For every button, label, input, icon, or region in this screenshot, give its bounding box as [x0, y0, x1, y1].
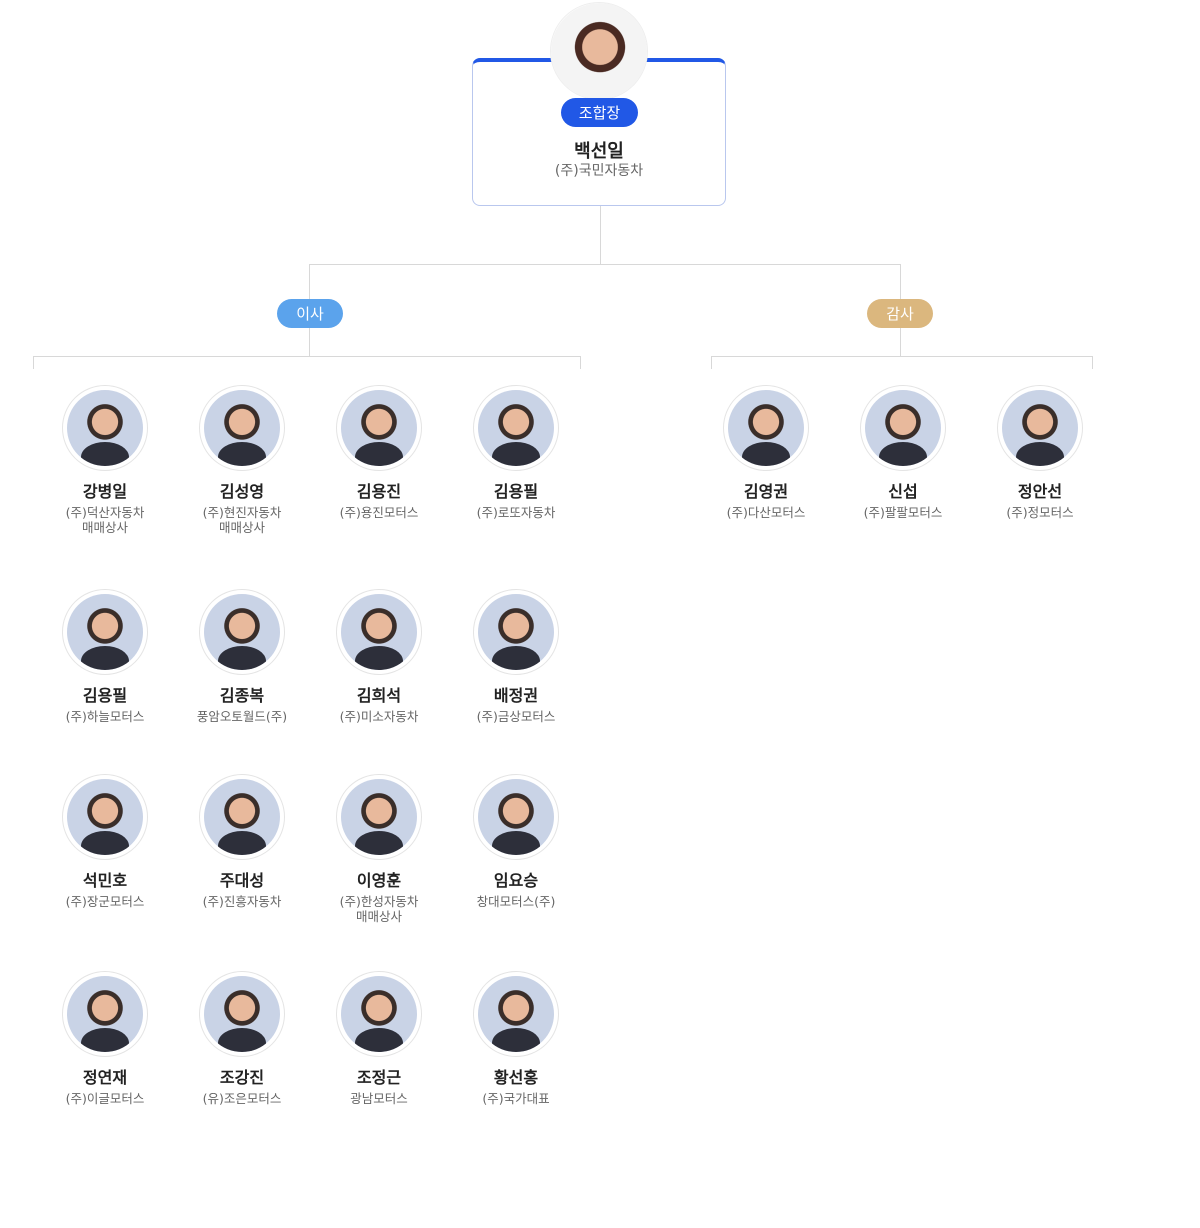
member-name: 정연재 [82, 1068, 128, 1087]
head-name: 백선일 [574, 141, 624, 162]
member-name: 김용진 [356, 482, 402, 501]
member-name: 석민호 [82, 871, 128, 890]
connector [1092, 356, 1093, 369]
member-name: 김용필 [82, 686, 128, 705]
member-avatar [473, 774, 559, 860]
member-company: (주)정모터스 [1006, 505, 1074, 520]
member-avatar [336, 774, 422, 860]
member-company: (주)팔팔모터스 [863, 505, 943, 520]
member-avatar [336, 589, 422, 675]
member-photo [865, 390, 941, 466]
member-avatar [997, 385, 1083, 471]
member-avatar [473, 589, 559, 675]
member-photo [341, 779, 417, 855]
member-avatar [723, 385, 809, 471]
member-photo [67, 594, 143, 670]
connector [580, 356, 581, 369]
member-name: 김성영 [219, 482, 265, 501]
member-company: (주)용진모터스 [339, 505, 419, 520]
member-company: (주)이글모터스 [65, 1091, 145, 1106]
member-photo [67, 390, 143, 466]
member-name: 강병일 [82, 482, 128, 501]
head-avatar [550, 2, 648, 100]
member-avatar [473, 385, 559, 471]
member-avatar [860, 385, 946, 471]
directors-badge: 이사 [277, 299, 343, 328]
connector [33, 356, 581, 357]
member-photo [478, 976, 554, 1052]
member-company: 창대모터스(주) [476, 894, 556, 909]
member-company: (주)덕산자동차 매매상사 [65, 505, 145, 535]
member-avatar [199, 385, 285, 471]
member-name: 황선홍 [493, 1068, 539, 1087]
member-name: 주대성 [219, 871, 265, 890]
member-name: 정안선 [1017, 482, 1063, 501]
member-company: (주)국가대표 [482, 1091, 550, 1106]
member-company: (유)조은모터스 [202, 1091, 282, 1106]
member-name: 신섭 [888, 482, 918, 501]
member-photo [204, 779, 280, 855]
member-photo [204, 976, 280, 1052]
member-photo [67, 779, 143, 855]
member-photo [728, 390, 804, 466]
member-photo [204, 594, 280, 670]
member-avatar [199, 971, 285, 1057]
connector [600, 205, 601, 264]
member-company: (주)하늘모터스 [65, 709, 145, 724]
member-avatar [336, 971, 422, 1057]
member-photo [1002, 390, 1078, 466]
member-avatar [62, 971, 148, 1057]
member-name: 임요승 [493, 871, 539, 890]
member-name: 김희석 [356, 686, 402, 705]
connector [309, 264, 901, 265]
connector [33, 356, 34, 369]
member-photo [341, 976, 417, 1052]
member-photo [341, 390, 417, 466]
member-name: 김종복 [219, 686, 265, 705]
member-name: 배정권 [493, 686, 539, 705]
member-company: 광남모터스 [350, 1091, 408, 1106]
member-company: (주)현진자동차 매매상사 [202, 505, 282, 535]
member-photo [478, 594, 554, 670]
member-name: 김영권 [743, 482, 789, 501]
head-role-badge: 조합장 [561, 98, 638, 127]
member-avatar [62, 774, 148, 860]
member-photo [67, 976, 143, 1052]
member-company: (주)금상모터스 [476, 709, 556, 724]
member-name: 조정근 [356, 1068, 402, 1087]
member-company: (주)한성자동차 매매상사 [339, 894, 419, 924]
member-avatar [199, 774, 285, 860]
member-name: 이영훈 [356, 871, 402, 890]
connector [711, 356, 712, 369]
member-name: 김용필 [493, 482, 539, 501]
member-photo [478, 390, 554, 466]
member-company: (주)다산모터스 [726, 505, 806, 520]
member-company: (주)미소자동차 [339, 709, 419, 724]
member-photo [341, 594, 417, 670]
member-avatar [336, 385, 422, 471]
member-company: (주)장군모터스 [65, 894, 145, 909]
member-photo [204, 390, 280, 466]
auditors-badge: 감사 [867, 299, 933, 328]
member-name: 조강진 [219, 1068, 265, 1087]
member-company: (주)로또자동차 [476, 505, 556, 520]
member-avatar [62, 589, 148, 675]
member-avatar [62, 385, 148, 471]
member-company: (주)진흥자동차 [202, 894, 282, 909]
member-company: 풍암오토월드(주) [196, 709, 288, 724]
member-avatar [199, 589, 285, 675]
connector [711, 356, 1093, 357]
member-avatar [473, 971, 559, 1057]
member-photo [478, 779, 554, 855]
head-company: (주)국민자동차 [554, 163, 644, 179]
